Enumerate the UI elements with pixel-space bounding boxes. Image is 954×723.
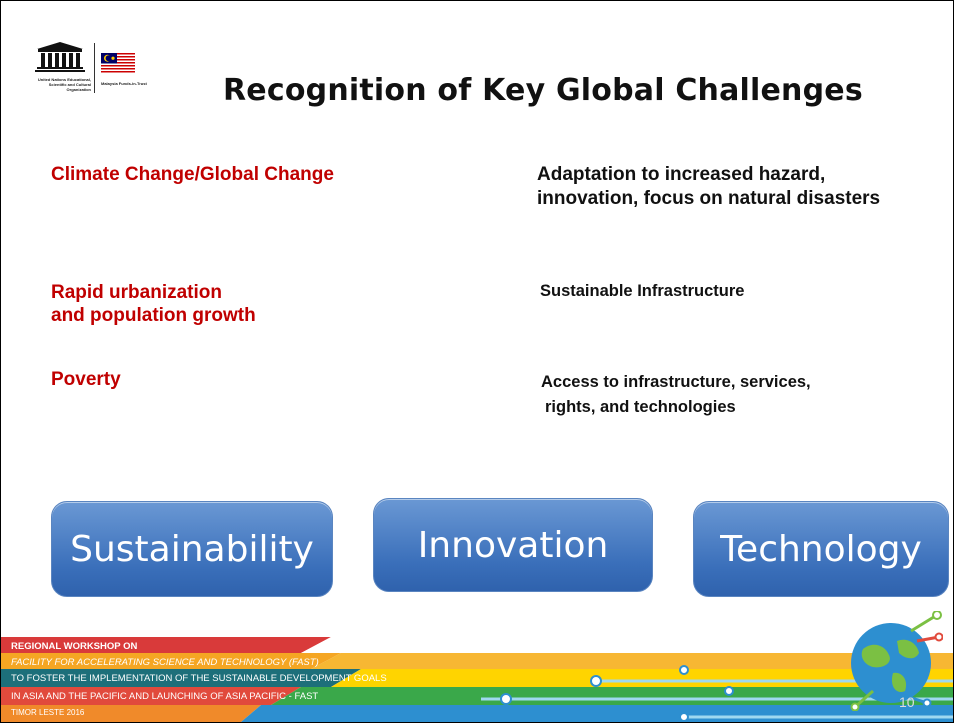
unesco-malaysia-logo: United Nations Educational, Scientific a… [29, 41, 174, 99]
malaysia-logo-text: Malaysia Funds-in-Trust [101, 81, 147, 86]
response-access-line2: rights, and technologies [545, 398, 736, 416]
footer-line-2: FACILITY FOR ACCELERATING SCIENCE AND TE… [11, 657, 319, 668]
footer-line-3: TO FOSTER THE IMPLEMENTATION OF THE SUST… [11, 673, 387, 684]
challenge-urbanization-line1: Rapid urbanization [51, 282, 222, 303]
challenge-climate-change: Climate Change/Global Change [51, 164, 334, 185]
footer-line-1: REGIONAL WORKSHOP ON [11, 641, 138, 652]
response-sustainable-infrastructure: Sustainable Infrastructure [540, 282, 745, 300]
slide-title: Recognition of Key Global Challenges [223, 73, 863, 108]
response-access: Access to infrastructure, services, righ… [541, 370, 811, 420]
workshop-footer-banner: REGIONAL WORKSHOP ON FACILITY FOR ACCELE… [1, 609, 953, 722]
page-number: 10 [899, 694, 915, 710]
globe-circuit-icon [850, 611, 943, 711]
footer-stripes [1, 637, 953, 722]
sustainability-box: Sustainability [51, 501, 333, 597]
challenge-poverty: Poverty [51, 369, 121, 390]
unesco-logo-text: United Nations Educational, Scientific a… [37, 77, 91, 92]
response-adaptation: Adaptation to increased hazard, innovati… [537, 164, 881, 209]
footer-line-5: TIMOR LESTE 2016 [11, 708, 85, 717]
challenge-urbanization: Rapid urbanization and population growth [51, 281, 256, 327]
challenge-urbanization-line2: and population growth [51, 305, 256, 326]
technology-box: Technology [693, 501, 949, 597]
response-access-line1: Access to infrastructure, services, [541, 373, 811, 391]
logo-divider [94, 43, 95, 93]
innovation-box: Innovation [373, 498, 653, 592]
unesco-temple-icon [35, 42, 85, 72]
footer-line-4: IN ASIA AND THE PACIFIC AND LAUNCHING OF… [11, 691, 319, 702]
malaysia-flag-icon [101, 53, 135, 73]
